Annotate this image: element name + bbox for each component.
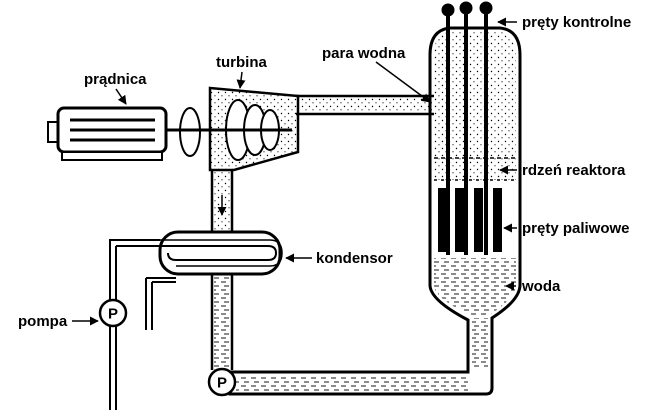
label-pump: pompa: [18, 313, 68, 330]
turbine: [160, 86, 300, 172]
main-pump: P: [207, 367, 237, 397]
cooling-pump-symbol: P: [108, 306, 118, 323]
cooling-loop: [109, 239, 160, 410]
reactor-vessel: [228, 26, 522, 396]
label-turbine: turbina: [216, 54, 267, 71]
condenser: [116, 170, 283, 330]
label-reactor-core: rdzeń reaktora: [522, 162, 626, 179]
control-rods: [441, 1, 493, 255]
main-pump-symbol: P: [217, 375, 227, 392]
label-control-rods: pręty kontrolne: [522, 14, 631, 31]
condensate-pipe: [210, 274, 234, 370]
label-steam: para wodna: [322, 45, 406, 62]
generator: [47, 106, 201, 161]
label-water: woda: [521, 278, 561, 295]
steam-pipe: [296, 94, 434, 116]
label-condenser: kondensor: [316, 250, 393, 267]
fuel-rods: [438, 188, 502, 252]
label-fuel-rods: pręty paliwowe: [522, 220, 630, 237]
label-generator: prądnica: [84, 71, 147, 88]
leaders: [72, 17, 517, 326]
cooling-pump: P: [98, 298, 128, 328]
